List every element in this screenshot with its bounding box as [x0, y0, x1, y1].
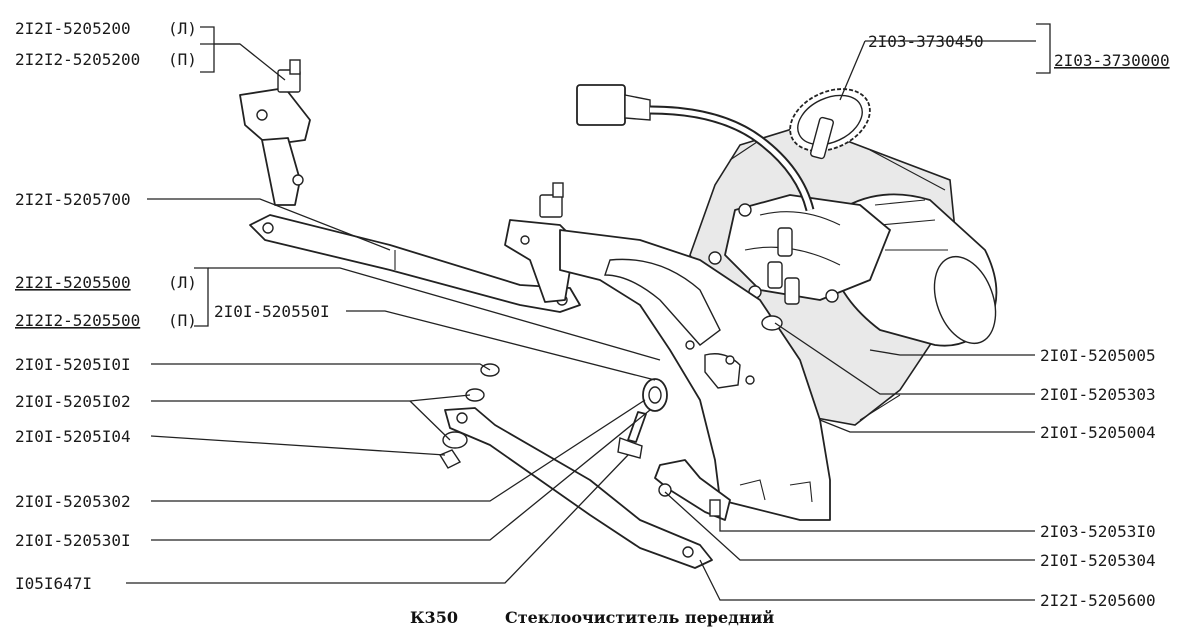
label-2i0i-5205303: 2I0I-5205303	[1040, 385, 1156, 404]
label-2i0i-5205i04: 2I0I-5205I04	[15, 427, 131, 446]
label-suffix-left: (Л)	[168, 19, 197, 38]
central-pivot	[504, 182, 576, 303]
label-2i2i2-5205200: 2I2I2-5205200	[15, 50, 140, 69]
label-2i03-52053i0: 2I03-52053I0	[1040, 522, 1156, 541]
label-2i0i-5205304: 2I0I-5205304	[1040, 551, 1156, 570]
label-2i2i-5205200: 2I2I-5205200	[15, 19, 131, 38]
mounting-frame	[559, 229, 831, 521]
label-2i2i-5205600: 2I2I-5205600	[1040, 591, 1156, 610]
label-2i0i-520550i: 2I0I-520550I	[214, 302, 330, 321]
figure-caption: К350 Стеклоочиститель передний	[410, 608, 774, 627]
figure-title: Стеклоочиститель передний	[505, 608, 774, 627]
part-labels-left: 2I2I-5205200 (Л) 2I2I2-5205200 (П) 2I2I-…	[15, 19, 330, 593]
linkage-rod-lower	[444, 407, 713, 569]
label-2i2i2-5205500: 2I2I2-5205500	[15, 311, 140, 330]
label-2i03-3730450: 2I03-3730450	[868, 32, 984, 51]
label-suffix-right: (П)	[168, 50, 197, 69]
figure-code: К350	[410, 608, 458, 627]
exploded-view-drawing	[239, 59, 998, 569]
label-2i03-3730000: 2I03-3730000	[1054, 51, 1170, 70]
label-2i0i-5205302: 2I0I-5205302	[15, 492, 131, 511]
part-labels-right: 2I03-3730450 2I03-3730000 2I0I-5205005 2…	[868, 32, 1170, 610]
label-2i2i-5205700: 2I2I-5205700	[15, 190, 131, 209]
label-i05i647i: I05I647I	[15, 574, 92, 593]
label-2i0i-520530i: 2I0I-520530I	[15, 531, 131, 550]
wiper-pivot-upper	[239, 59, 311, 206]
label-2i2i-5205500: 2I2I-5205500	[15, 273, 131, 292]
gearbox-cover	[724, 194, 891, 301]
label-2i0i-5205i02: 2I0I-5205I02	[15, 392, 131, 411]
gear-wheel	[789, 88, 871, 160]
label-suffix-right: (П)	[168, 311, 197, 330]
label-2i0i-5205004: 2I0I-5205004	[1040, 423, 1156, 442]
leader-lines	[126, 23, 1051, 601]
label-2i0i-5205i0i: 2I0I-5205I0I	[15, 355, 131, 374]
label-2i0i-5205005: 2I0I-5205005	[1040, 346, 1156, 365]
label-suffix-left: (Л)	[168, 273, 197, 292]
bolt	[627, 411, 647, 443]
electrical-connector	[576, 84, 626, 126]
